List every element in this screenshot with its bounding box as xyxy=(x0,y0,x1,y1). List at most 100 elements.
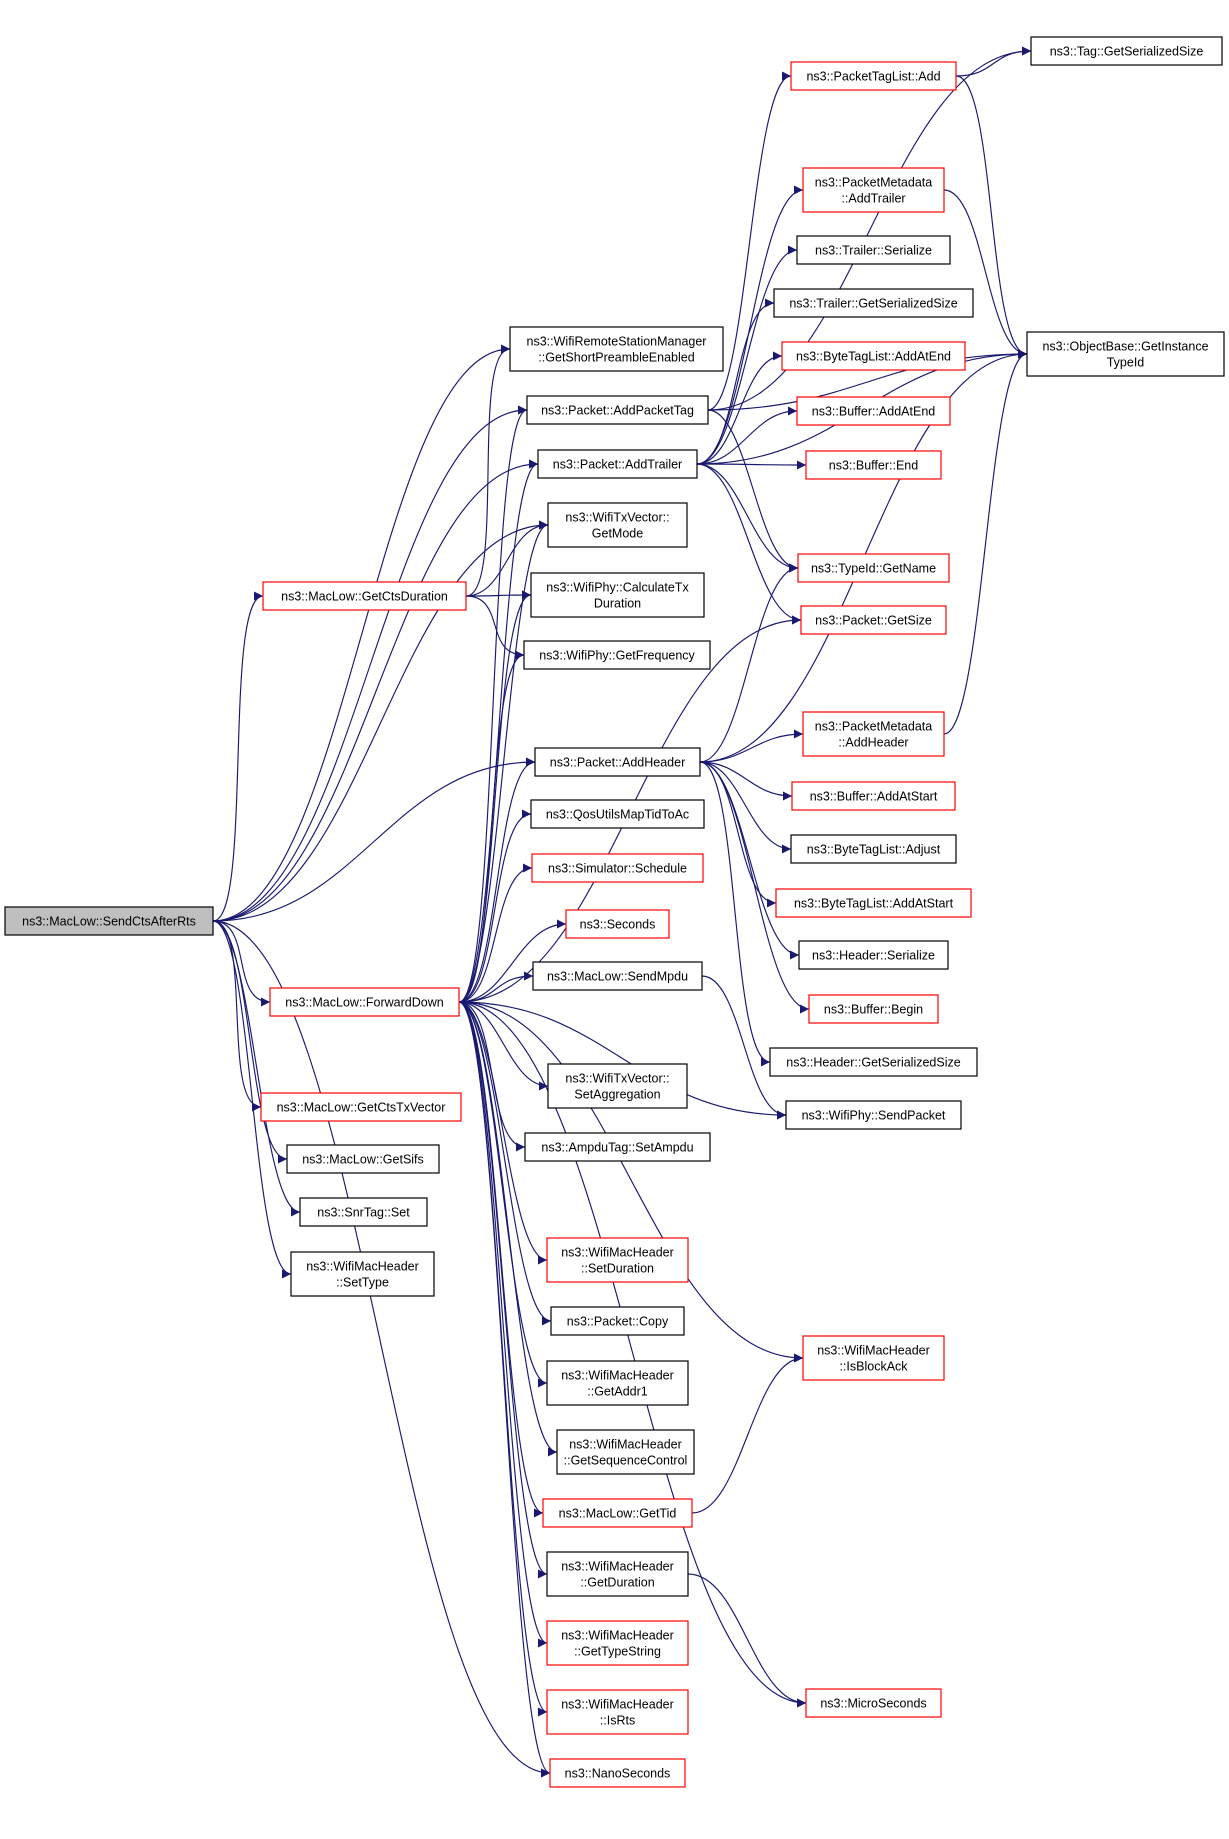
node-box xyxy=(547,1063,688,1109)
node-label: ns3::Packet::AddTrailer xyxy=(553,458,682,472)
edge-forwardDown-to-packetCopy xyxy=(458,1001,552,1326)
edge-addTrailer-to-bufferAddAtEnd xyxy=(696,406,798,465)
node-label: ns3::TypeId::GetName xyxy=(811,562,936,576)
edge-forwardDown-to-seconds xyxy=(458,919,567,1003)
edge-addHeader-to-byteTagAdjust xyxy=(699,761,792,854)
node-seconds[interactable]: ns3::Seconds xyxy=(565,909,670,939)
node-tagListAdd[interactable]: ns3::PacketTagList::Add xyxy=(790,61,957,91)
node-metaAddHeader[interactable]: ns3::PacketMetadata::AddHeader xyxy=(802,711,945,757)
edge-tagListAdd-to-getInstanceTypeId xyxy=(955,75,1028,359)
node-bufferAddAtStart[interactable]: ns3::Buffer::AddAtStart xyxy=(791,781,956,811)
node-label: ns3::MacLow::SendMpdu xyxy=(547,970,688,984)
edge-forwardDown-to-getTid xyxy=(458,1001,544,1518)
node-label: ns3::Trailer::GetSerializedSize xyxy=(789,297,957,311)
node-label: ns3::WifiTxVector:: xyxy=(565,511,669,525)
edge-forwardDown-to-sendPacket xyxy=(458,1001,787,1120)
node-getSeqCtrl[interactable]: ns3::WifiMacHeader::GetSequenceControl xyxy=(556,1429,695,1475)
node-getCtsDuration[interactable]: ns3::MacLow::GetCtsDuration xyxy=(262,581,467,611)
node-box xyxy=(790,834,957,864)
node-getSifs[interactable]: ns3::MacLow::GetSifs xyxy=(286,1144,440,1174)
node-byteTagAddAtStart[interactable]: ns3::ByteTagList::AddAtStart xyxy=(775,888,972,918)
edge-root-to-addTrailer xyxy=(212,459,539,922)
node-typeIdGetName[interactable]: ns3::TypeId::GetName xyxy=(797,553,950,583)
node-label: ::SetType xyxy=(336,1276,389,1290)
node-label: ns3::Header::GetSerializedSize xyxy=(786,1056,960,1070)
node-label: ns3::WifiMacHeader xyxy=(561,1629,674,1643)
node-setType[interactable]: ns3::WifiMacHeader::SetType xyxy=(290,1251,435,1297)
node-label: ns3::Seconds xyxy=(580,918,656,932)
node-headerSerialize[interactable]: ns3::Header::Serialize xyxy=(798,940,949,970)
nodes-layer: ns3::MacLow::SendCtsAfterRtsns3::MacLow:… xyxy=(4,36,1225,1788)
node-trailerGetSize[interactable]: ns3::Trailer::GetSerializedSize xyxy=(773,288,974,318)
node-label: Duration xyxy=(594,597,641,611)
edge-forwardDown-to-setAggregation xyxy=(458,1001,549,1091)
node-byteTagAdjust[interactable]: ns3::ByteTagList::Adjust xyxy=(790,834,957,864)
node-snrTagSet[interactable]: ns3::SnrTag::Set xyxy=(299,1197,428,1227)
node-getTypeString[interactable]: ns3::WifiMacHeader::GetTypeString xyxy=(546,1620,689,1666)
node-sendMpdu[interactable]: ns3::MacLow::SendMpdu xyxy=(532,961,703,991)
node-packetGetSize[interactable]: ns3::Packet::GetSize xyxy=(800,605,947,635)
node-label: ns3::MacLow::SendCtsAfterRts xyxy=(22,915,196,929)
node-box xyxy=(523,640,711,670)
node-getDuration[interactable]: ns3::WifiMacHeader::GetDuration xyxy=(546,1551,689,1597)
node-label: ns3::WifiMacHeader xyxy=(306,1260,419,1274)
node-tagGetSize[interactable]: ns3::Tag::GetSerializedSize xyxy=(1030,36,1223,66)
node-getShortPreamble[interactable]: ns3::WifiRemoteStationManager::GetShortP… xyxy=(509,326,724,372)
node-label: ::IsBlockAck xyxy=(839,1360,908,1374)
node-box xyxy=(260,1092,462,1122)
edge-root-to-getCtsTxVector xyxy=(212,920,262,1112)
edge-getDuration-to-microSeconds xyxy=(687,1573,807,1708)
node-nanoSeconds[interactable]: ns3::NanoSeconds xyxy=(549,1758,686,1788)
node-addPacketTag[interactable]: ns3::Packet::AddPacketTag xyxy=(526,395,709,425)
edge-forwardDown-to-nanoSeconds xyxy=(458,1001,551,1778)
node-label: ::GetTypeString xyxy=(574,1645,661,1659)
node-metaAddTrailer[interactable]: ns3::PacketMetadata::AddTrailer xyxy=(802,167,945,213)
node-bufferAddAtEnd[interactable]: ns3::Buffer::AddAtEnd xyxy=(796,396,951,426)
node-bufferEnd[interactable]: ns3::Buffer::End xyxy=(805,450,942,480)
node-box xyxy=(805,450,942,480)
node-getFrequency[interactable]: ns3::WifiPhy::GetFrequency xyxy=(523,640,711,670)
node-addHeader[interactable]: ns3::Packet::AddHeader xyxy=(534,747,701,777)
edge-getCtsDuration-to-getShortPreamble xyxy=(465,344,511,597)
node-isBlockAck[interactable]: ns3::WifiMacHeader::IsBlockAck xyxy=(802,1335,945,1381)
node-setAmpdu[interactable]: ns3::AmpduTag::SetAmpdu xyxy=(524,1132,711,1162)
node-qosMap[interactable]: ns3::QosUtilsMapTidToAc xyxy=(530,799,705,829)
node-label: ns3::WifiPhy::SendPacket xyxy=(802,1109,946,1123)
edge-addHeader-to-byteTagAddAtStart xyxy=(699,761,777,908)
edge-root-to-snrTagSet xyxy=(212,920,301,1217)
node-microSeconds[interactable]: ns3::MicroSeconds xyxy=(805,1688,942,1718)
edge-forwardDown-to-microSeconds xyxy=(458,1001,807,1708)
node-trailerSerialize[interactable]: ns3::Trailer::Serialize xyxy=(796,235,951,265)
node-label: ::AddTrailer xyxy=(841,192,905,206)
node-forwardDown[interactable]: ns3::MacLow::ForwardDown xyxy=(269,987,460,1017)
node-isRts[interactable]: ns3::WifiMacHeader::IsRts xyxy=(546,1689,689,1735)
node-headerGetSize[interactable]: ns3::Header::GetSerializedSize xyxy=(769,1047,978,1077)
node-getAddr1[interactable]: ns3::WifiMacHeader::GetAddr1 xyxy=(546,1360,689,1406)
node-label: TypeId xyxy=(1107,356,1145,370)
node-byteTagAddAtEnd[interactable]: ns3::ByteTagList::AddAtEnd xyxy=(781,341,966,371)
edge-addTrailer-to-bufferEnd xyxy=(696,460,807,470)
node-getTid[interactable]: ns3::MacLow::GetTid xyxy=(542,1498,693,1528)
node-label: ns3::NanoSeconds xyxy=(565,1767,671,1781)
node-label: ::IsRts xyxy=(600,1714,635,1728)
node-getCtsTxVector[interactable]: ns3::MacLow::GetCtsTxVector xyxy=(260,1092,462,1122)
node-label: ns3::WifiMacHeader xyxy=(561,1698,674,1712)
node-packetCopy[interactable]: ns3::Packet::Copy xyxy=(550,1306,685,1336)
edge-metaAddHeader-to-getInstanceTypeId xyxy=(943,349,1028,735)
node-schedule[interactable]: ns3::Simulator::Schedule xyxy=(531,853,704,883)
node-root[interactable]: ns3::MacLow::SendCtsAfterRts xyxy=(4,906,214,936)
node-sendPacket[interactable]: ns3::WifiPhy::SendPacket xyxy=(785,1100,962,1130)
node-box xyxy=(1030,36,1223,66)
edge-addPacketTag-to-typeIdGetName xyxy=(707,409,799,573)
node-setAggregation[interactable]: ns3::WifiTxVector::SetAggregation xyxy=(547,1063,688,1109)
node-getMode[interactable]: ns3::WifiTxVector::GetMode xyxy=(547,502,688,548)
edge-root-to-forwardDown xyxy=(212,920,271,1007)
node-bufferBegin[interactable]: ns3::Buffer::Begin xyxy=(808,994,939,1024)
node-box xyxy=(537,449,698,479)
node-addTrailer[interactable]: ns3::Packet::AddTrailer xyxy=(537,449,698,479)
node-setDuration[interactable]: ns3::WifiMacHeader::SetDuration xyxy=(546,1237,689,1283)
node-label: ns3::WifiPhy::GetFrequency xyxy=(539,649,695,663)
